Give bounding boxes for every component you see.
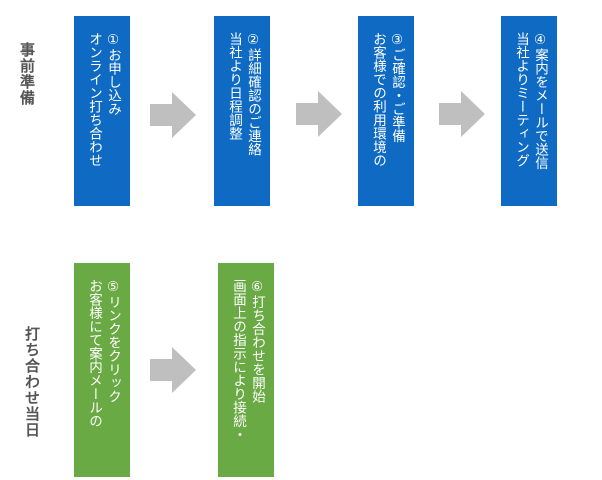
step-4-line-1: 案内をメールで送信 (532, 48, 548, 170)
step-2-line-1: 詳細確認のご連絡 (245, 48, 261, 156)
step-3-line-2: お客様での利用環境の (370, 32, 386, 167)
step-1-line-1: お申し込み (105, 48, 121, 116)
step-1-line-2: オンライン打ち合わせ (86, 32, 102, 167)
step-4-text: ④案内をメールで送信 当社よりミーティング (511, 32, 549, 170)
step-2-text: ②詳細確認のご連絡 当社より日程調整 (224, 32, 262, 156)
arrow-right-icon (150, 347, 196, 393)
arrow-right-icon (296, 91, 342, 137)
step-3-number: ③ (389, 32, 405, 48)
step-1-number: ① (105, 32, 121, 48)
step-6-number: ⑥ (249, 279, 265, 295)
step-2-number: ② (245, 32, 261, 48)
step-4-line-2: 当社よりミーティング (513, 32, 529, 167)
stage-label-prep: 事前準備 (18, 42, 36, 106)
stage-label-day: 打ち合わせ当日 (23, 326, 41, 438)
step-box-3: ③ご確認・ご準備 お客様での利用環境の (358, 16, 414, 206)
step-5-line-1: リンクをクリック (105, 295, 121, 403)
step-4-col-1: ④案内をメールで送信 (532, 32, 548, 170)
step-2-line-2: 当社より日程調整 (226, 32, 242, 140)
step-box-2: ②詳細確認のご連絡 当社より日程調整 (214, 16, 270, 206)
step-box-4: ④案内をメールで送信 当社よりミーティング (501, 16, 557, 206)
arrow-right-icon (439, 91, 485, 137)
step-3-col-1: ③ご確認・ご準備 (389, 32, 405, 143)
step-2-col-1: ②詳細確認のご連絡 (245, 32, 261, 156)
step-box-1: ①お申し込み オンライン打ち合わせ (74, 16, 130, 206)
step-3-text: ③ご確認・ご準備 お客様での利用環境の (368, 32, 406, 167)
arrow-right-icon (150, 92, 196, 138)
step-6-col-1: ⑥打ち合わせを開始 (249, 279, 265, 403)
step-3-line-1: ご確認・ご準備 (389, 48, 405, 143)
step-4-number: ④ (532, 32, 548, 48)
step-6-line-2: 画面上の指示により接続・ (230, 279, 246, 441)
step-6-line-1: 打ち合わせを開始 (249, 295, 265, 403)
step-1-text: ①お申し込み オンライン打ち合わせ (84, 32, 122, 167)
step-6-text: ⑥打ち合わせを開始 画面上の指示により接続・ (228, 279, 266, 441)
step-5-col-1: ⑤リンクをクリック (105, 279, 121, 403)
step-5-text: ⑤リンクをクリック お客様にて案内メールの (84, 279, 122, 428)
step-5-line-2: お客様にて案内メールの (86, 279, 102, 428)
step-box-5: ⑤リンクをクリック お客様にて案内メールの (74, 263, 130, 477)
step-5-number: ⑤ (105, 279, 121, 295)
step-1-col-1: ①お申し込み (105, 32, 121, 116)
step-box-6: ⑥打ち合わせを開始 画面上の指示により接続・ (218, 263, 274, 477)
